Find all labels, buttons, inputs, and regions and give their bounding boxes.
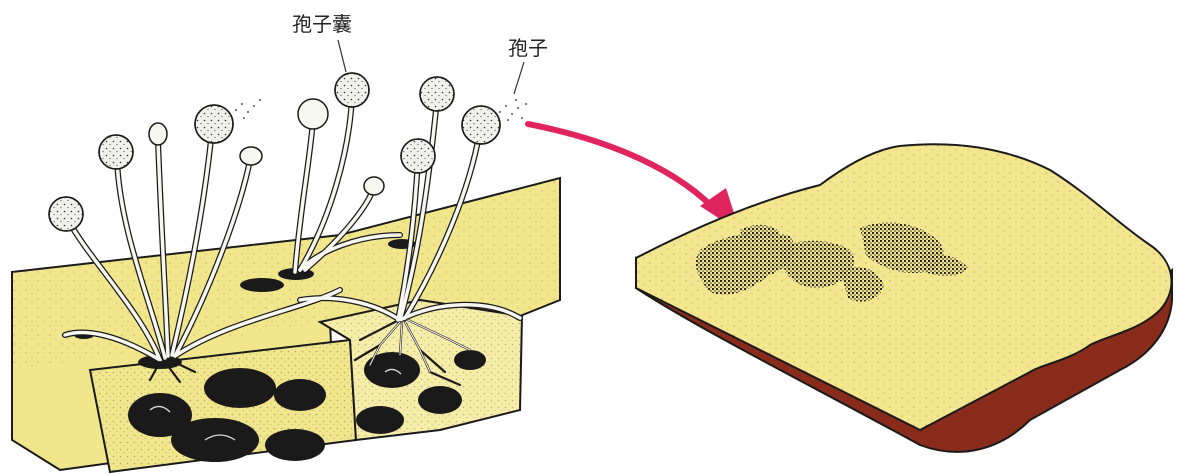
sporangium-label: 孢子囊 — [292, 8, 352, 37]
sporangium-leader — [338, 40, 346, 72]
moldy-bread-slice — [636, 144, 1172, 452]
sporangia — [49, 73, 500, 231]
spore-label: 孢子 — [508, 32, 548, 61]
mold-illustration — [12, 40, 560, 472]
spore-leader — [514, 62, 524, 94]
